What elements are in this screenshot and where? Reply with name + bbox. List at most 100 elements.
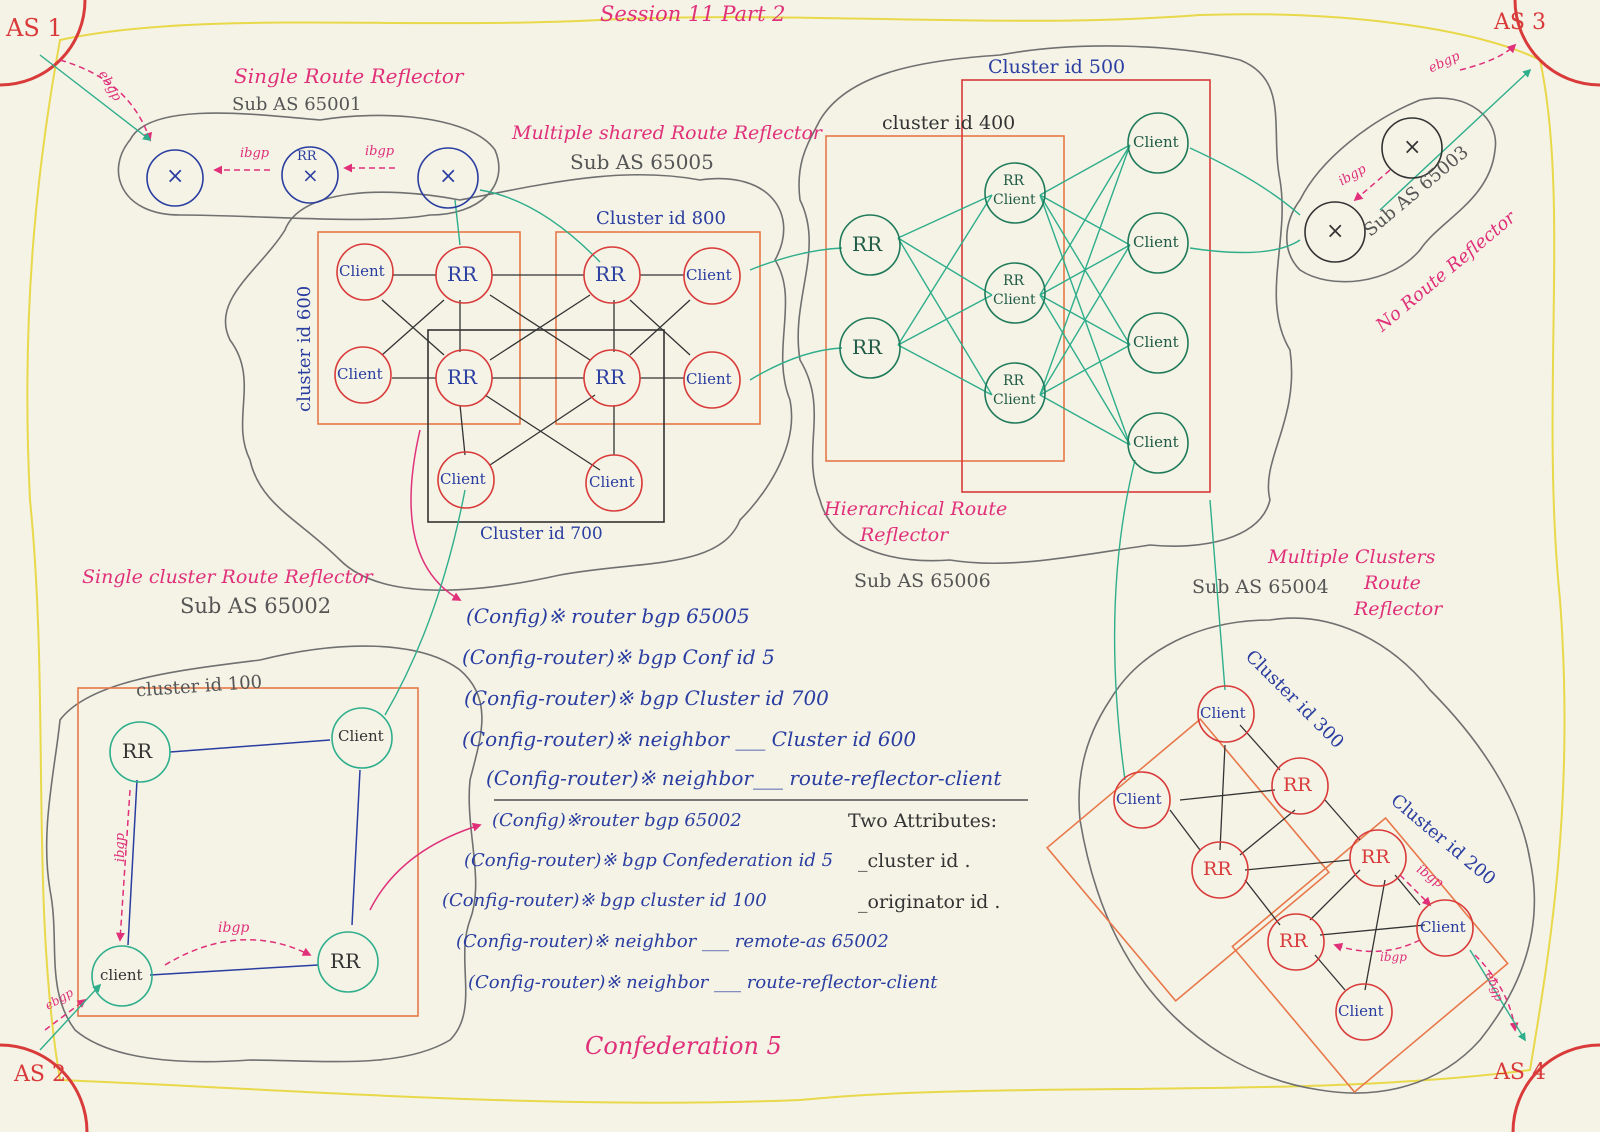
config-65002-line-2: (Config-router)※ bgp Confederation id 5 <box>464 850 834 871</box>
label-hierarchical-1: Hierarchical Route <box>824 498 1008 520</box>
label-multi-clusters-2: Route <box>1364 572 1421 594</box>
box-cluster-700 <box>427 329 665 523</box>
config-65005-line-3: (Config-router)※ bgp Cluster id 700 <box>464 686 829 710</box>
config-65002-line-3: (Config-router)※ bgp cluster id 100 <box>442 890 767 911</box>
box-cluster-800 <box>555 231 761 425</box>
ebgp-as3 <box>1459 43 1517 71</box>
node-rr-65001-label: RR <box>297 149 317 164</box>
ibgp-label-65002-b: ibgp <box>218 920 250 936</box>
label-sub-65002: Sub AS 65002 <box>180 594 332 618</box>
config-divider <box>494 799 1028 801</box>
ibgp-65004-a <box>1399 874 1432 907</box>
link-100-bottom <box>149 964 319 976</box>
ibgp-65002-bottom <box>164 938 312 966</box>
label-hierarchical-2: Reflector <box>860 524 949 546</box>
ibgp-65004-b <box>1333 939 1421 953</box>
node-client-500-c: Client <box>1133 333 1179 351</box>
node-rr-600-b: RR <box>447 365 478 389</box>
node-client-600-a: Client <box>339 262 385 280</box>
cloud-65002 <box>45 645 483 1063</box>
config-65002-line-1: (Config)※router bgp 65002 <box>492 810 742 831</box>
link-as2 <box>39 983 102 1051</box>
box-cluster-200 <box>1231 816 1509 1094</box>
node-rr-100-a: RR <box>122 739 153 763</box>
cloud-65005 <box>224 173 793 591</box>
node-rr-400-a: RR <box>852 232 883 256</box>
ibgp-label-1: ibgp <box>240 146 270 161</box>
as2-arc <box>0 1043 89 1132</box>
link-65004-cluster300 <box>1209 499 1226 691</box>
node-client-300-b: Client <box>1116 790 1162 808</box>
attributes-title: Two Attributes: <box>848 810 997 832</box>
node-x-65003-a: × <box>1326 219 1345 244</box>
label-sub-65001: Sub AS 65001 <box>232 94 362 115</box>
label-cluster-700: Cluster id 700 <box>480 524 603 544</box>
node-client-300-a: Client <box>1200 704 1246 722</box>
ibgp-label-2: ibgp <box>365 144 395 159</box>
attribute-cluster-id: _cluster id . <box>858 850 971 872</box>
node-rrc-a-bottom: Client <box>993 192 1036 208</box>
node-client-800-b: Client <box>686 370 732 388</box>
footer-title: Confederation 5 <box>585 1032 782 1060</box>
as1-label: AS 1 <box>6 14 63 42</box>
config-65005-line-1: (Config)※ router bgp 65005 <box>466 604 750 628</box>
confederation-boundary <box>26 13 1566 1104</box>
label-multi-shared: Multiple shared Route Reflector <box>512 122 823 144</box>
as1-arc <box>0 0 87 87</box>
link-65006-65003 <box>1189 147 1301 216</box>
label-cluster-800: Cluster id 800 <box>596 208 726 229</box>
as4-arc <box>1511 1043 1600 1132</box>
attribute-originator-id: _originator id . <box>858 891 1001 913</box>
node-client-800-a: Client <box>686 266 732 284</box>
nodes-65006 <box>839 112 1189 474</box>
as4-label: AS 4 <box>1494 1060 1546 1085</box>
link-65001-cl800 <box>479 189 601 263</box>
node-rr-200-a: RR <box>1361 846 1390 868</box>
node-rrc-b-top: RR <box>1003 273 1025 289</box>
node-x-2: × <box>302 163 319 187</box>
link-800-rr1 <box>749 247 843 271</box>
config-65005-line-2: (Config-router)※ bgp Conf id 5 <box>462 645 775 669</box>
page-title: Session 11 Part 2 <box>600 2 786 26</box>
ebgp-as4 <box>1474 954 1519 1032</box>
node-client-700-a: Client <box>440 470 486 488</box>
cloud-65006 <box>797 45 1293 565</box>
node-client-100-b: client <box>100 966 143 984</box>
pointer-to-config-65002 <box>369 822 482 911</box>
ebgp-as1 <box>59 59 152 142</box>
label-sub-65006: Sub AS 65006 <box>854 570 991 592</box>
node-client-500-a: Client <box>1133 133 1179 151</box>
node-rrc-a-top: RR <box>1003 173 1025 189</box>
label-sub-65005: Sub AS 65005 <box>570 150 714 174</box>
link-65003-as3 <box>1379 68 1532 211</box>
node-rr-600-a: RR <box>447 262 478 286</box>
node-rr-300-a: RR <box>1283 774 1312 796</box>
config-65005-line-5: (Config-router)※ neighbor___ route-refle… <box>486 766 1002 790</box>
node-rr-100-b: RR <box>330 949 361 973</box>
config-65005-line-4: (Config-router)※ neighbor ___ Cluster id… <box>462 727 917 751</box>
ibgp-65002-left <box>115 789 131 942</box>
node-client-500-b: Client <box>1133 233 1179 251</box>
ebgp-as2 <box>44 998 87 1031</box>
label-sub-65004: Sub AS 65004 <box>1192 576 1329 598</box>
cloud-65004 <box>1078 617 1536 1094</box>
label-cluster-600: cluster id 600 <box>294 285 315 412</box>
node-rr-400-b: RR <box>852 335 883 359</box>
nodes-65004 <box>1113 685 1474 1041</box>
label-multi-clusters-3: Reflector <box>1354 598 1443 620</box>
label-cluster-400: cluster id 400 <box>882 112 1016 134</box>
node-rrc-c-top: RR <box>1003 373 1025 389</box>
link-65006-65004 <box>1113 459 1136 781</box>
box-cluster-400 <box>825 135 1065 462</box>
ibgp-65003 <box>1353 169 1391 202</box>
label-single-rr: Single Route Reflector <box>234 64 464 88</box>
link-100-top <box>169 739 331 753</box>
node-x-1: × <box>166 164 185 189</box>
box-cluster-100 <box>77 687 419 1017</box>
link-as1 <box>39 54 152 142</box>
pointer-to-config-65005 <box>410 429 462 601</box>
config-65002-line-5: (Config-router)※ neighbor ___ route-refl… <box>468 972 938 993</box>
node-x-3: × <box>439 164 458 189</box>
